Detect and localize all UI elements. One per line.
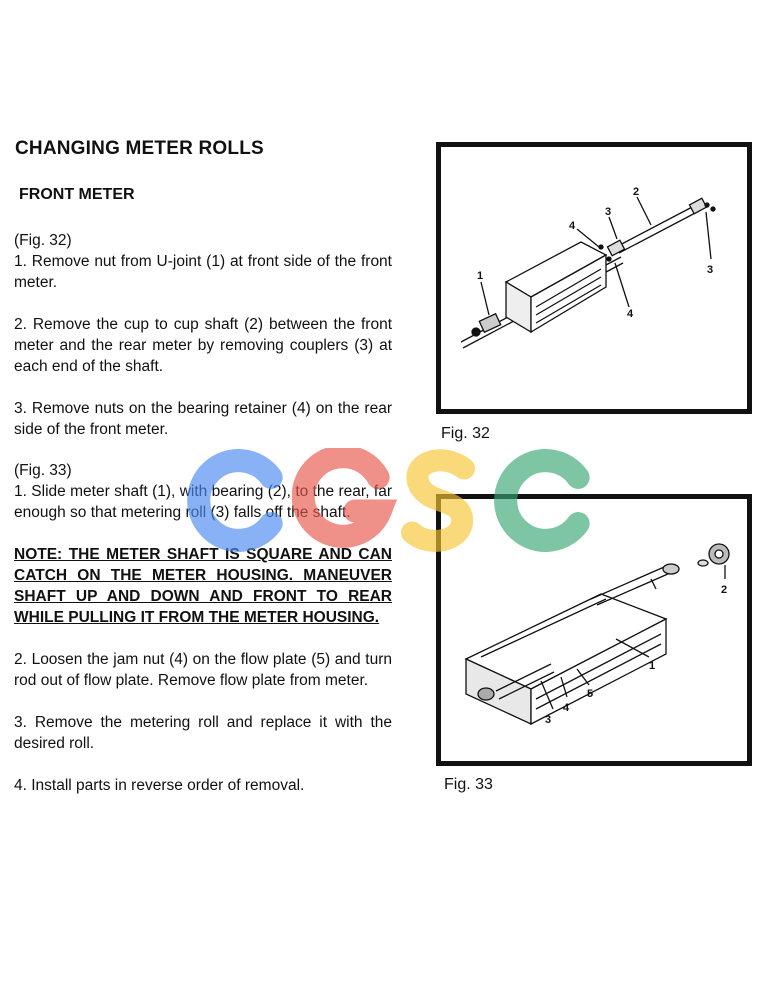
- figure-32-illustration: 1 2 3 4 3 4: [460, 186, 716, 349]
- fig32-callout-4b: 4: [627, 308, 634, 320]
- watermark-letter-c2: [494, 449, 590, 552]
- fig32-callout-2: 2: [633, 186, 639, 198]
- watermark-stroke: [187, 449, 283, 552]
- section-subtitle: FRONT METER: [19, 186, 135, 203]
- fig33-step-4: 4. Install parts in reverse order of rem…: [14, 777, 305, 794]
- fig32-step-1: 1. Remove nut from U-joint (1) at front …: [14, 253, 392, 291]
- figure-33-frame: 1 2 3 4 5: [436, 494, 752, 766]
- fig33-callout-4: 4: [563, 702, 570, 714]
- watermark-letter-c1: [187, 449, 283, 552]
- fig33-callout-1: 1: [649, 660, 655, 672]
- fig32-step-2: 2. Remove the cup to cup shaft (2) betwe…: [14, 316, 392, 375]
- figure-33-caption: Fig. 33: [444, 776, 493, 793]
- warning-note: NOTE: THE METER SHAFT IS SQUARE AND CAN …: [14, 546, 392, 626]
- fig32-callout-1: 1: [477, 270, 483, 282]
- figure-32-frame: 1 2 3 4 3 4: [436, 142, 752, 414]
- watermark-stroke: [292, 448, 397, 548]
- page-title: CHANGING METER ROLLS: [15, 138, 264, 159]
- watermark-letter-s: [401, 449, 475, 552]
- fig33-callout-2: 2: [721, 584, 727, 596]
- fig33-step-3: 3. Remove the metering roll and replace …: [14, 714, 392, 752]
- figure-33-illustration: 1 2 3 4 5: [464, 543, 730, 726]
- watermark-stroke: [401, 449, 475, 552]
- fig33-step-2: 2. Loosen the jam nut (4) on the flow pl…: [14, 651, 392, 689]
- fig32-callout-4a: 4: [569, 220, 576, 232]
- fig32-callout-3b: 3: [707, 264, 713, 276]
- fig33-callout-5: 5: [587, 688, 593, 700]
- fig32-step-3: 3. Remove nuts on the bearing retainer (…: [14, 400, 392, 438]
- fig33-callout-3: 3: [545, 714, 551, 726]
- fig32-instructions: (Fig. 32) 1. Remove nut from U-joint (1)…: [14, 230, 392, 440]
- figure-32-caption: Fig. 32: [441, 425, 490, 442]
- watermark-stroke: [494, 449, 590, 552]
- watermark-letter-g: [292, 448, 397, 548]
- fig32-ref: (Fig. 32): [14, 232, 72, 249]
- fig33-instructions: (Fig. 33) 1. Slide meter shaft (1), with…: [14, 460, 392, 796]
- fig32-callout-3a: 3: [605, 206, 611, 218]
- fig33-ref: (Fig. 33): [14, 462, 72, 479]
